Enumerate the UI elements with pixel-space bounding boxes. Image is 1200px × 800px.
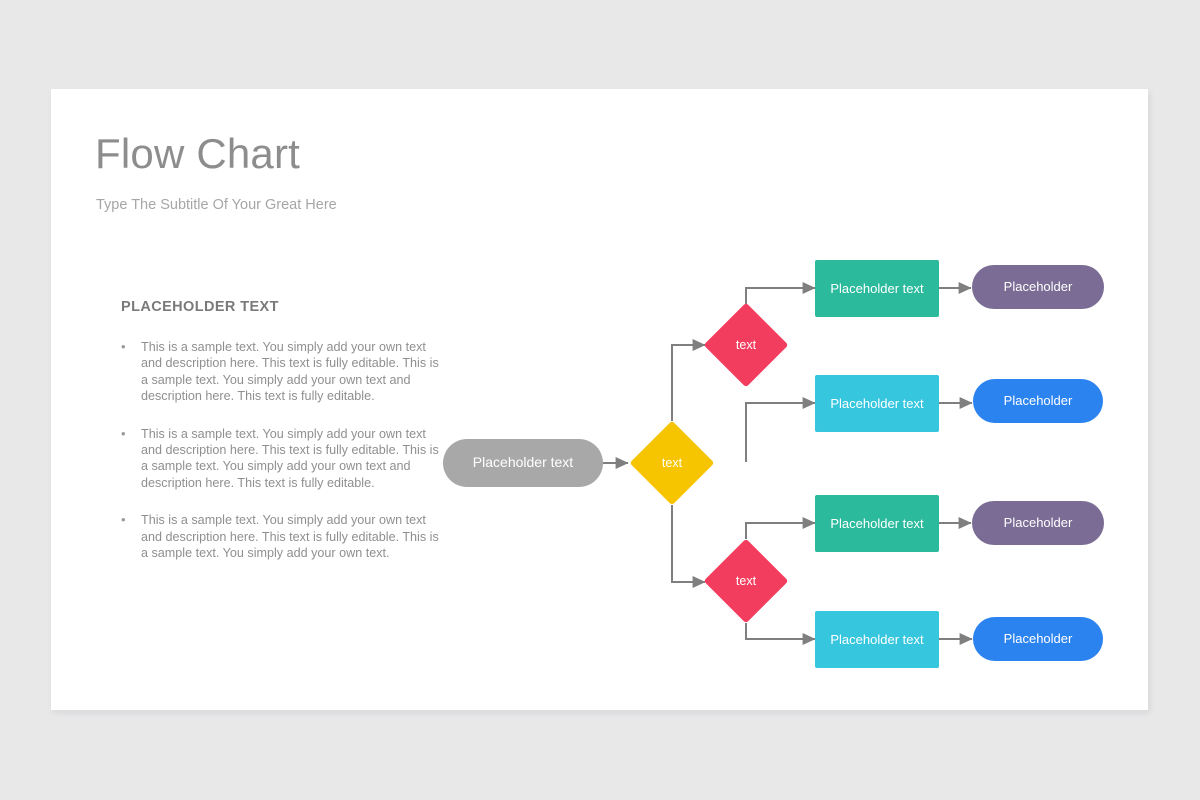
node-process-4[interactable]: Placeholder text [815,611,939,668]
node-process-2[interactable]: Placeholder text [815,375,939,432]
page-title: Flow Chart [95,130,301,177]
node-label: Placeholder [1003,515,1073,531]
list-item-text: This is a sample text. You simply add yo… [141,513,439,561]
node-label: Placeholder [1003,631,1073,647]
node-end-3[interactable]: Placeholder [972,501,1104,545]
node-process-1[interactable]: Placeholder text [815,260,939,317]
node-decision-3[interactable]: text [703,538,789,624]
node-label: Placeholder text [830,280,924,296]
node-decision-2[interactable]: text [703,302,789,388]
node-decision-1[interactable]: text [629,420,715,506]
node-label: text [735,338,757,352]
node-end-4[interactable]: Placeholder [973,617,1103,661]
node-label: Placeholder text [830,515,924,531]
list-item: • This is a sample text. You simply add … [121,426,441,492]
list-item-text: This is a sample text. You simply add yo… [141,340,439,404]
node-process-3[interactable]: Placeholder text [815,495,939,552]
node-label: Placeholder text [830,395,924,411]
node-end-1[interactable]: Placeholder [972,265,1104,309]
node-end-2[interactable]: Placeholder [973,379,1103,423]
node-label: Placeholder [1003,393,1073,409]
node-label: Placeholder text [472,454,574,471]
list-item: • This is a sample text. You simply add … [121,512,441,561]
bullet-marker-icon: • [121,339,126,354]
node-label: Placeholder [1003,279,1073,295]
flow-chart: Placeholder text text text text Placehol… [51,89,1148,710]
node-label: Placeholder text [830,631,924,647]
slide-canvas: Flow Chart Type The Subtitle Of Your Gre… [51,89,1148,710]
text-column: PLACEHOLDER TEXT • This is a sample text… [121,299,441,582]
list-item: • This is a sample text. You simply add … [121,339,441,405]
bullet-marker-icon: • [121,425,126,441]
page-subtitle: Type The Subtitle Of Your Great Here [96,197,337,213]
node-label: text [661,456,683,470]
bullet-marker-icon: • [121,512,126,528]
list-item-text: This is a sample text. You simply add yo… [141,426,439,490]
node-start[interactable]: Placeholder text [443,439,603,487]
node-label: text [735,574,757,588]
column-heading: PLACEHOLDER TEXT [121,299,279,315]
